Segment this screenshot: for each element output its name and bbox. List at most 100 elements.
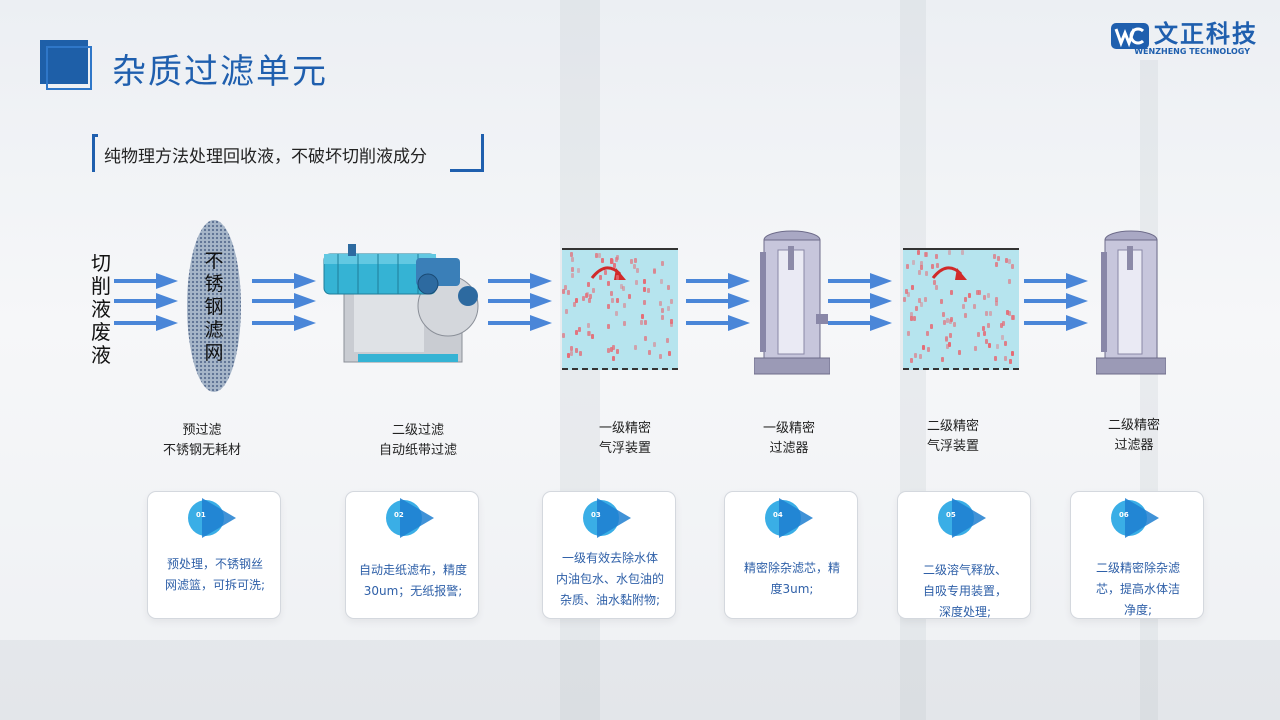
particle bbox=[661, 315, 664, 320]
particle bbox=[903, 297, 906, 302]
particle bbox=[567, 290, 570, 295]
particle bbox=[668, 351, 671, 356]
particle bbox=[943, 320, 946, 325]
particle bbox=[616, 275, 619, 280]
right-arrow-icon bbox=[114, 273, 178, 289]
particle bbox=[601, 258, 604, 263]
title-decoration-outline bbox=[46, 46, 92, 90]
particle bbox=[985, 311, 988, 316]
right-arrow-icon bbox=[488, 293, 552, 309]
particle bbox=[907, 292, 910, 297]
particle bbox=[1002, 321, 1005, 326]
stage-card: 01 预处理，不锈钢丝 网滤篮，可拆可洗; bbox=[147, 491, 281, 619]
particle bbox=[987, 293, 990, 298]
particle bbox=[987, 323, 990, 328]
particle bbox=[930, 324, 933, 329]
particle bbox=[607, 281, 610, 286]
particle bbox=[1011, 315, 1014, 320]
particle bbox=[914, 353, 917, 358]
particle bbox=[570, 346, 573, 351]
input-char: 废 bbox=[91, 320, 111, 344]
desc-line: 杂质、油水黏附物; bbox=[559, 593, 661, 607]
particle bbox=[585, 293, 588, 298]
caption-line: 过滤器 bbox=[1114, 438, 1154, 453]
particle bbox=[640, 320, 643, 325]
badge-number: 05 bbox=[946, 511, 956, 519]
particle bbox=[567, 353, 570, 358]
particle bbox=[920, 302, 923, 307]
particle bbox=[578, 327, 581, 332]
particle bbox=[607, 304, 610, 309]
particle bbox=[1006, 310, 1009, 315]
desc-line: 度3um; bbox=[770, 582, 814, 596]
particle bbox=[644, 320, 647, 325]
particle bbox=[607, 324, 610, 329]
desc-line: 30um；无纸报警; bbox=[363, 584, 463, 598]
particle bbox=[647, 288, 650, 293]
particle bbox=[610, 291, 613, 296]
particle bbox=[577, 268, 580, 273]
particle bbox=[961, 250, 964, 255]
particle bbox=[995, 301, 998, 306]
particle bbox=[610, 347, 613, 352]
desc-line: 网滤篮，可拆可洗; bbox=[164, 578, 266, 592]
particle bbox=[571, 267, 574, 272]
stage-caption: 一级精密 过滤器 bbox=[746, 419, 832, 459]
particle bbox=[994, 356, 997, 361]
particle bbox=[983, 331, 986, 336]
particle bbox=[643, 279, 646, 284]
particle bbox=[670, 319, 673, 324]
particle bbox=[666, 338, 669, 343]
filter-char: 不 bbox=[204, 250, 224, 272]
particle bbox=[907, 331, 910, 336]
particle bbox=[918, 270, 921, 275]
caption-line: 过滤器 bbox=[769, 441, 809, 456]
filter-char: 网 bbox=[204, 342, 224, 364]
particle bbox=[945, 336, 948, 341]
right-arrow-icon bbox=[686, 273, 750, 289]
right-arrow-icon bbox=[686, 315, 750, 331]
input-label: 切 削 液 废 液 bbox=[88, 252, 114, 367]
stage-card: 05 二级溶气释放、 自吸专用装置， 深度处理; bbox=[897, 491, 1031, 619]
particle bbox=[995, 262, 998, 267]
particle bbox=[587, 323, 590, 328]
particle bbox=[919, 354, 922, 359]
particle bbox=[667, 306, 670, 311]
badge-play-icon bbox=[765, 498, 813, 538]
badge-number: 03 bbox=[591, 511, 601, 519]
particle bbox=[906, 264, 909, 269]
paper-band-filter-machine bbox=[323, 244, 479, 363]
particle bbox=[562, 289, 565, 294]
particle bbox=[924, 252, 927, 257]
particle bbox=[995, 297, 998, 302]
badge-play-icon bbox=[1111, 498, 1159, 538]
particle bbox=[612, 345, 615, 350]
particle bbox=[612, 356, 615, 361]
particle bbox=[976, 290, 979, 295]
input-char: 削 bbox=[91, 274, 111, 298]
particle bbox=[588, 298, 591, 303]
caption-line: 二级过滤 bbox=[391, 423, 444, 438]
particle bbox=[922, 345, 925, 350]
particle bbox=[940, 299, 943, 304]
particle bbox=[562, 333, 565, 338]
particle bbox=[628, 294, 631, 299]
desc-line: 一级有效去除水体 bbox=[561, 551, 658, 565]
particle bbox=[616, 349, 619, 354]
particle bbox=[936, 263, 939, 268]
badge-play-icon bbox=[386, 498, 434, 538]
desc-line: 自动走纸滤布，精度 bbox=[358, 563, 467, 577]
particle bbox=[670, 299, 673, 304]
particle bbox=[587, 331, 590, 336]
caption-line: 二级精密 bbox=[926, 419, 979, 434]
particle bbox=[962, 304, 965, 309]
particle bbox=[610, 258, 613, 263]
desc-line: 精密除杂滤芯，精 bbox=[743, 561, 840, 575]
desc-line: 芯，提高水体洁 bbox=[1095, 582, 1180, 596]
particle bbox=[964, 313, 967, 318]
card-description: 二级溶气释放、 自吸专用装置， 深度处理; bbox=[910, 560, 1020, 623]
desc-line: 二级精密除杂滤 bbox=[1095, 561, 1180, 575]
stage-card: 03 一级有效去除水体 内油包水、水包油的 杂质、油水黏附物; bbox=[542, 491, 676, 619]
particle bbox=[616, 298, 619, 303]
particle bbox=[575, 330, 578, 335]
